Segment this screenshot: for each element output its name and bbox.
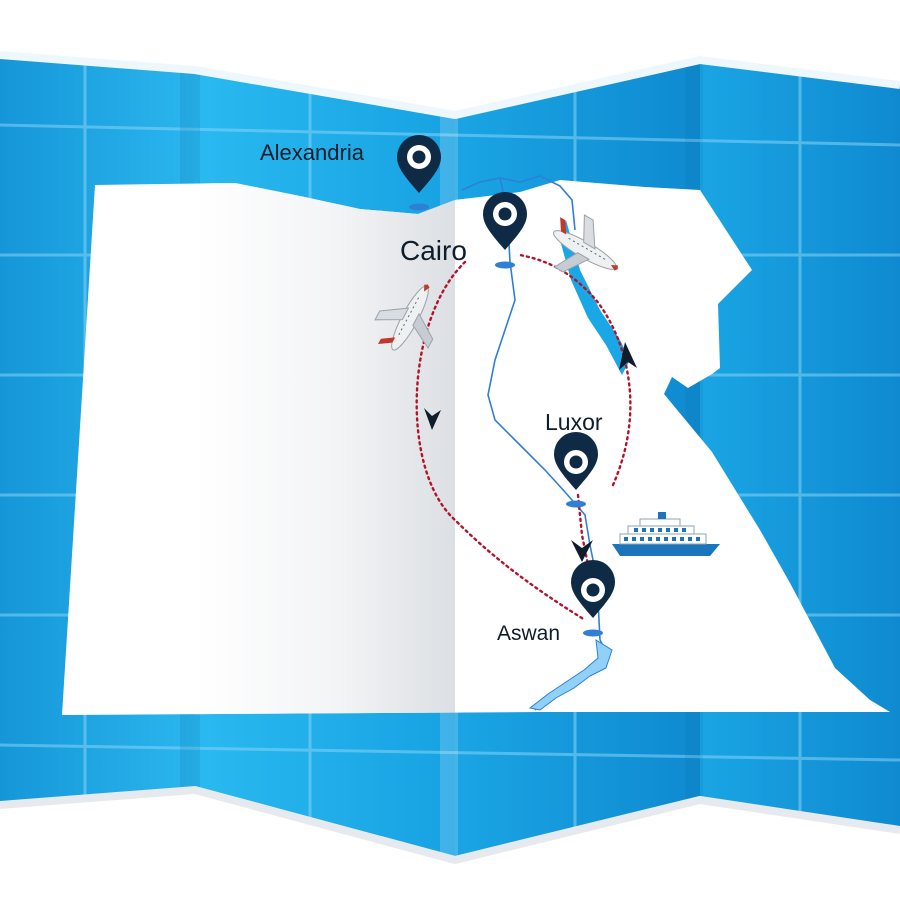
cruise-ship-icon — [612, 512, 720, 556]
airplane-icon — [553, 214, 618, 273]
lake-nasser — [528, 639, 613, 711]
paper-bottom-edge — [0, 785, 900, 865]
city-label-luxor: Luxor — [545, 409, 603, 435]
egypt-landmass — [62, 180, 890, 715]
pin-cairo[interactable] — [483, 192, 527, 269]
route-cairo-aswan — [415, 260, 587, 622]
gulf-of-suez — [560, 220, 630, 375]
route-luxor-aswan — [576, 493, 590, 567]
route-lines — [415, 253, 632, 622]
route-luxor-cairo — [518, 253, 632, 487]
pin-shadow — [495, 261, 515, 269]
airplane-icon — [374, 284, 434, 351]
pin-shadow — [409, 203, 429, 211]
paper-top-edge — [0, 51, 900, 120]
arrowhead-icon — [571, 540, 593, 562]
arrowhead-icon — [424, 408, 441, 430]
pin-alexandria[interactable] — [397, 135, 441, 211]
pin-shadow — [566, 500, 586, 508]
pin-shadow — [583, 629, 603, 637]
pin-luxor[interactable] — [554, 432, 598, 508]
city-label-alexandria: Alexandria — [260, 140, 365, 165]
city-label-aswan: Aswan — [497, 622, 560, 645]
pin-aswan[interactable] — [571, 560, 615, 637]
arrowhead-icon — [619, 342, 637, 370]
city-label-cairo: Cairo — [400, 235, 467, 266]
